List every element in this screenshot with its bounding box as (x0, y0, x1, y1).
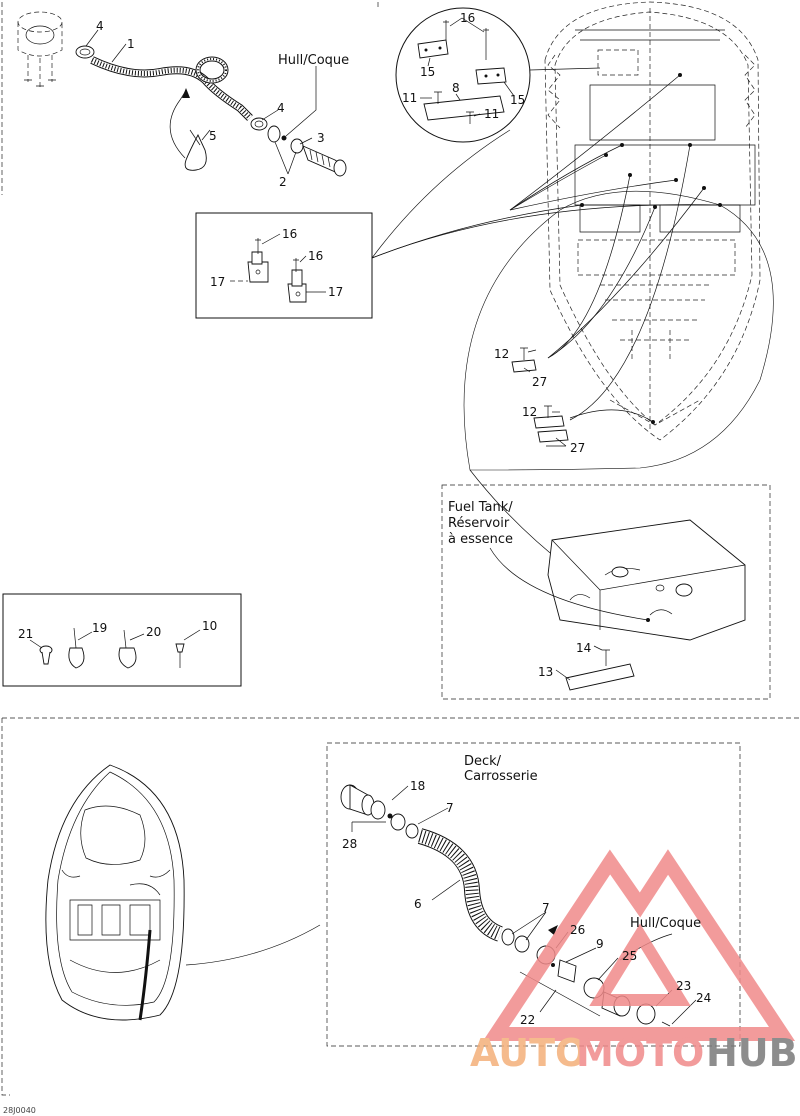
strap-bracket-15-left (417, 39, 449, 59)
tie-strap-20 (118, 629, 137, 669)
callout-16: 16 (282, 227, 297, 241)
bracket-inset-box (195, 212, 373, 319)
callout-8: 8 (452, 81, 460, 95)
boat-isometric-view (45, 764, 321, 1021)
label-hull-top: Hull/Coque (278, 53, 349, 68)
tie-strap-19 (68, 627, 85, 669)
callout-15: 15 (510, 93, 525, 107)
callout-4: 4 (96, 19, 104, 33)
callout-17: 17 (210, 275, 225, 289)
tank-strap-13 (565, 663, 635, 691)
strap-blocks-12-27 (511, 347, 569, 447)
clamp-4-top (75, 45, 95, 59)
tie-strap-5 (184, 133, 207, 171)
nut-23 (636, 1003, 656, 1025)
bracket-inset (230, 129, 511, 303)
callout-2: 2 (279, 175, 287, 189)
detail-circle (395, 7, 531, 143)
label-deck-1: Deck/ (464, 754, 502, 769)
callout-24: 24 (696, 991, 711, 1005)
bolts-16 (443, 20, 489, 60)
deck-hull-inset (340, 784, 697, 1027)
detail-circle-parts (417, 17, 601, 124)
watermark-text-hub: HUB (706, 1031, 798, 1075)
fasteners-inset-box (2, 593, 242, 687)
strap-8-part (423, 95, 505, 121)
callout-21: 21 (18, 627, 33, 641)
fuel-tank-inset-box (441, 484, 771, 700)
callout-27: 27 (570, 441, 585, 455)
rivet-10 (175, 643, 185, 668)
callout-7: 7 (446, 801, 454, 815)
callout-17: 17 (328, 285, 343, 299)
callout-11: 11 (484, 107, 499, 121)
deck-fitting-28 (340, 784, 375, 816)
callout-11: 11 (402, 91, 417, 105)
callout-1: 1 (127, 37, 135, 51)
gasket-18 (370, 800, 386, 820)
callout-9: 9 (596, 937, 604, 951)
deck-hull-inset-box (326, 742, 741, 1047)
callout-numbers: 4 1 4 3 5 2 16 16 17 17 16 15 15 8 11 11… (18, 11, 711, 1027)
callout-15: 15 (420, 65, 435, 79)
bolt-16-left (255, 238, 261, 254)
watermark-text-auto: AUTO (470, 1031, 587, 1075)
label-fuel-tank-1: Fuel Tank/ (448, 500, 513, 515)
strap-bracket-15-right (475, 67, 507, 85)
text-labels: Hull/Coque Fuel Tank/ Réservoir à essenc… (3, 53, 701, 1115)
callout-26: 26 (570, 923, 585, 937)
callout-22: 22 (520, 1013, 535, 1027)
callout-13: 13 (538, 665, 553, 679)
label-fuel-tank-2: Réservoir (448, 516, 510, 531)
callout-20: 20 (146, 625, 161, 639)
watermark-triangle (482, 849, 796, 1041)
callout-5: 5 (209, 129, 217, 143)
hull-fitting-part (267, 125, 347, 177)
callout-14: 14 (576, 641, 591, 655)
callout-18: 18 (410, 779, 425, 793)
figure-code: 28J0040 (3, 1106, 36, 1115)
callout-6: 6 (414, 897, 422, 911)
callout-7: 7 (542, 901, 550, 915)
callout-27: 27 (532, 375, 547, 389)
callout-19: 19 (92, 621, 107, 635)
label-hull-bottom: Hull/Coque (630, 916, 701, 931)
fasteners-inset (29, 627, 201, 669)
hull-mount-points (580, 73, 722, 424)
fill-hose-6 (418, 829, 503, 941)
push-rivet-21 (39, 645, 53, 665)
callout-23: 23 (676, 979, 691, 993)
clamp-7-top (390, 813, 406, 831)
screw-14 (602, 649, 610, 666)
fuel-tank-inset (489, 519, 746, 691)
bracket-17-left (247, 251, 269, 283)
callout-12: 12 (494, 347, 509, 361)
bolt-16-right (293, 258, 299, 272)
hose-coil (195, 56, 229, 84)
callout-4: 4 (277, 101, 285, 115)
clamp-4-lower (250, 117, 268, 131)
callout-12: 12 (522, 405, 537, 419)
label-fuel-tank-3: à essence (448, 532, 513, 547)
bracket-17-right (287, 269, 307, 303)
callout-16: 16 (308, 249, 323, 263)
vent-hose-assembly (17, 11, 347, 177)
watermark-logo: AUTO MOTO HUB (470, 849, 798, 1075)
callout-10: 10 (202, 619, 217, 633)
watermark-text-moto: MOTO (576, 1031, 704, 1075)
label-deck-2: Carrosserie (464, 769, 538, 784)
callout-3: 3 (317, 131, 325, 145)
vent-fitting-part (17, 11, 63, 88)
callout-25: 25 (622, 949, 637, 963)
fuel-tank-part (547, 519, 746, 641)
callout-16: 16 (460, 11, 475, 25)
screws-11 (434, 91, 474, 124)
callout-28: 28 (342, 837, 357, 851)
clamp-7-bottom (514, 935, 530, 953)
